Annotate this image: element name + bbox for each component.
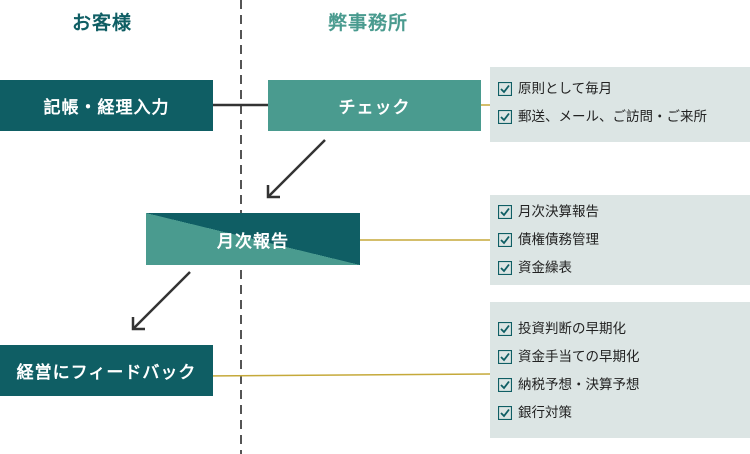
- list-item: 納税予想・決算予想: [498, 371, 750, 399]
- arrow-down-left-icon: [266, 139, 326, 199]
- monthly-report-detail-panel: 月次決算報告 債権債務管理 資金繰表: [490, 195, 750, 285]
- checkbox-icon: [498, 350, 512, 364]
- check-box: チェック: [268, 80, 481, 131]
- feedback-detail-panel: 投資判断の早期化 資金手当ての早期化 納税予想・決算予想 銀行対策: [490, 302, 750, 438]
- list-item: 投資判断の早期化: [498, 315, 750, 343]
- checkbox-icon: [498, 378, 512, 392]
- feedback-box: 経営にフィードバック: [0, 345, 213, 396]
- checkbox-icon: [498, 406, 512, 420]
- list-item: 郵送、メール、ご訪問・ご来所: [498, 103, 750, 131]
- monthly-report-label: 月次報告: [217, 231, 289, 252]
- feedback-label: 経営にフィードバック: [16, 363, 197, 383]
- checkbox-icon: [498, 261, 512, 275]
- bookkeeping-box: 記帳・経理入力: [0, 80, 213, 131]
- list-item: 銀行対策: [498, 399, 750, 427]
- check-label: チェック: [338, 98, 411, 118]
- list-item: 月次決算報告: [498, 198, 750, 226]
- monthly-report-box: 月次報告: [146, 213, 360, 265]
- list-item: 原則として毎月: [498, 75, 750, 103]
- list-item: 債権債務管理: [498, 226, 750, 254]
- customer-column-header: お客様: [72, 12, 133, 34]
- bookkeeping-label: 記帳・経理入力: [43, 98, 170, 118]
- checkbox-icon: [498, 110, 512, 124]
- checkbox-icon: [498, 233, 512, 247]
- list-item: 資金繰表: [498, 254, 750, 282]
- checkbox-icon: [498, 322, 512, 336]
- checkbox-icon: [498, 82, 512, 96]
- check-detail-panel: 原則として毎月 郵送、メール、ご訪問・ご来所: [490, 67, 750, 142]
- office-column-header: 弊事務所: [328, 12, 409, 34]
- list-item: 資金手当ての早期化: [498, 343, 750, 371]
- checkbox-icon: [498, 205, 512, 219]
- arrow-down-left-icon: [131, 271, 191, 331]
